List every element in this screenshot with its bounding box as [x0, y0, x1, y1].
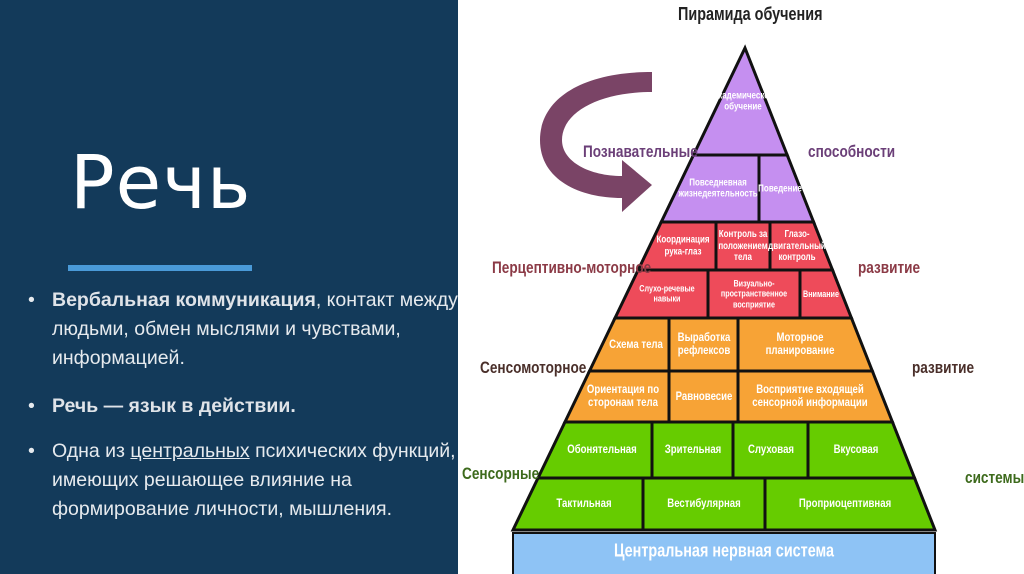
- cns-base-label: Центральная нервная система: [613, 540, 835, 561]
- pyramid-cell: [763, 476, 938, 532]
- pyramid-cell-label: Поведение: [757, 182, 802, 194]
- label-perceptual-left: Перцептивно-моторное: [492, 258, 652, 277]
- bullet-3-text: психических функций, имеющих решающее вл…: [52, 440, 456, 520]
- label-cognitive-left: Познавательные: [583, 142, 698, 161]
- bullet-1: • Вербальная коммуникация, контакт между…: [28, 286, 458, 373]
- pyramid-cell-label: Внимание: [802, 288, 839, 299]
- bullet-2: • Речь — язык в действии.: [28, 392, 458, 421]
- pyramid-cell-label: Обонятельная: [567, 442, 637, 457]
- pyramid-cell-label: Восприятие входящей сенсорной информации: [752, 381, 868, 410]
- pyramid-cell-label: Выработка рефлексов: [677, 329, 730, 358]
- pyramid-cell-label: Ориентация по сторонам тела: [587, 381, 660, 410]
- label-sensory-left: Сенсорные: [462, 464, 540, 483]
- pyramid-cell-label: Тактильная: [556, 496, 612, 511]
- pyramid-cell-label: Схема тела: [608, 336, 663, 351]
- pyramid-cell-label: Вкусовая: [833, 442, 879, 457]
- pyramid-cell-label: Академическое обучение: [712, 90, 774, 113]
- pyramid-cell-label: Глазо-двигательный контроль: [767, 228, 826, 263]
- pyramid-cell-label: Визуально-пространственное восприятие: [720, 278, 788, 310]
- cns-base-bar: [512, 532, 936, 574]
- pyramid-cell-label: Равновесие: [675, 388, 732, 403]
- bullet-1-text: , контакт между людьми, обмен мыслями и …: [52, 289, 458, 369]
- pyramid-cell-label: Контроль за положением тела: [718, 228, 768, 263]
- pyramid-cell-label: Зрительная: [664, 442, 721, 457]
- pyramid-cell-label: Слухо-речевые навыки: [639, 283, 695, 304]
- bullet-2-bold: Речь — язык в действии.: [52, 395, 296, 417]
- label-perceptual-right: развитие: [858, 258, 921, 277]
- pyramid-cell-label: Моторное планирование: [765, 329, 835, 358]
- label-sensorimotor-left: Сенсомоторное: [480, 358, 587, 377]
- bullet-dot: •: [28, 289, 35, 311]
- label-sensory-right: системы: [965, 468, 1024, 487]
- bullet-dot: •: [28, 440, 35, 462]
- title-underline: [68, 265, 252, 271]
- pyramid-cell-label: Повседневная жизнедеятельность: [678, 177, 758, 200]
- slide-title: Речь: [70, 140, 252, 226]
- pyramid-cell-label: Проприоцептивная: [798, 496, 892, 511]
- label-cognitive-right: способности: [808, 142, 896, 161]
- pyramid-cell-label: Вестибулярная: [667, 496, 741, 511]
- label-sensorimotor-right: развитие: [912, 358, 975, 377]
- left-panel: Речь • Вербальная коммуникация, контакт …: [0, 0, 458, 574]
- bullet-3-pre: Одна из: [52, 440, 131, 462]
- pyramid-cell-label: Координация рука-глаз: [656, 234, 710, 258]
- bullet-dot: •: [28, 395, 35, 417]
- pyramid-cell-label: Слуховая: [747, 442, 794, 457]
- cycle-arrow-icon: [540, 72, 652, 212]
- pyramid-title: Пирамида обучения: [678, 4, 823, 24]
- bullet-3-underlined: центральных: [130, 440, 250, 462]
- bullet-3: • Одна из центральных психических функци…: [28, 437, 458, 524]
- bullet-1-bold: Вербальная коммуникация: [52, 289, 316, 311]
